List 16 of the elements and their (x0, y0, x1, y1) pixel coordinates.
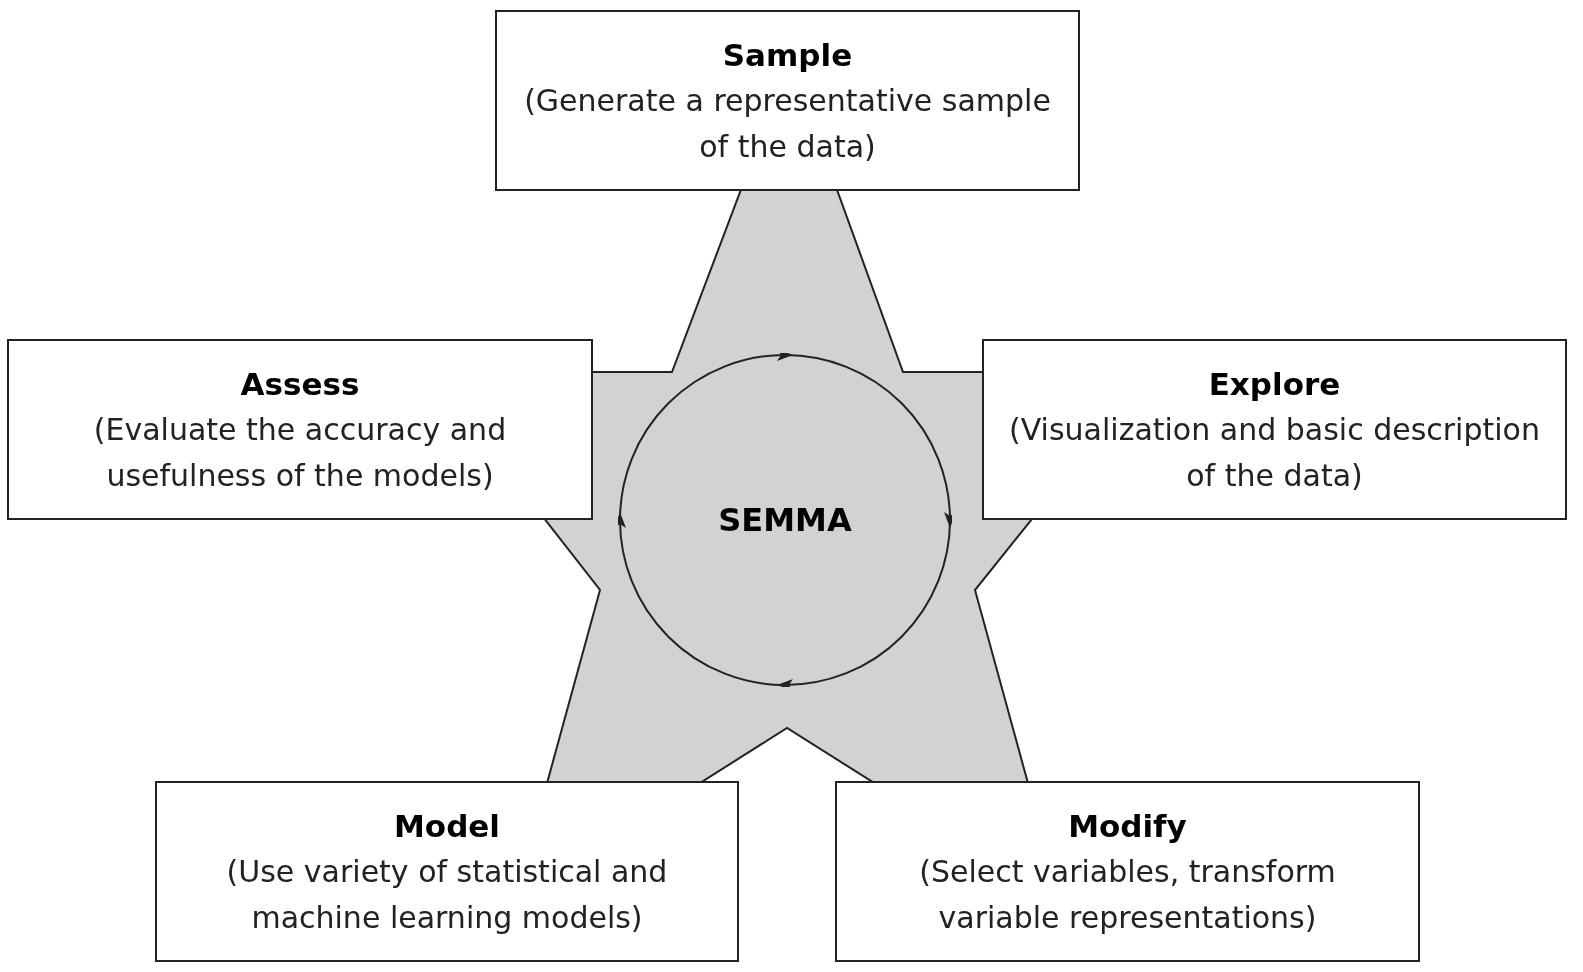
step-box (835, 781, 1420, 962)
step-description: (Evaluate the accuracy and usefulness of the models) (92, 410, 508, 495)
step-title: Modify (1068, 806, 1187, 846)
center-label: SEMMA (718, 501, 852, 539)
step-box (155, 781, 739, 962)
step-title: Explore (1208, 364, 1341, 404)
step-title: Sample (722, 35, 853, 75)
step-description: (Visualization and basic description of the data) (1008, 410, 1541, 495)
step-title: Assess (240, 364, 360, 404)
step-description: (Select variables, transform variable representations) (918, 852, 1337, 937)
step-description: (Use variety of statistical and machine learning models) (225, 852, 669, 937)
step-description: (Generate a representative sample of the data) (523, 81, 1052, 166)
step-box (495, 10, 1080, 191)
step-title: Model (394, 806, 500, 846)
step-box (982, 339, 1567, 520)
step-box (7, 339, 593, 520)
